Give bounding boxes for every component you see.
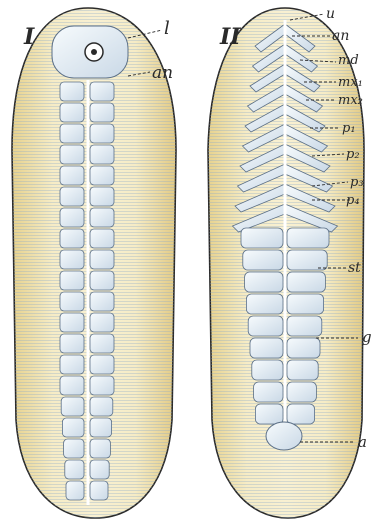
- figure-two-numeral: II: [219, 24, 241, 50]
- segment-right: [90, 250, 114, 269]
- segment-left: [243, 250, 283, 270]
- segment-left: [60, 355, 84, 374]
- segment-right: [90, 334, 114, 353]
- segment-right: [287, 404, 315, 424]
- segment-right: [287, 228, 329, 248]
- label-p3: p₃: [350, 175, 364, 190]
- segment-right: [287, 338, 320, 358]
- segment-right: [90, 460, 109, 479]
- label-p1: p₁: [342, 121, 356, 136]
- segment-right: [90, 124, 114, 143]
- segment-left: [246, 294, 283, 314]
- segment-left: [62, 418, 84, 437]
- segment-left: [252, 360, 283, 380]
- segment-left: [60, 208, 84, 227]
- label-an-fig1: an: [152, 63, 173, 83]
- segment-left: [60, 271, 84, 290]
- segment-right: [90, 187, 114, 206]
- segment-right: [287, 272, 325, 292]
- label-mx2: mx₂: [338, 93, 363, 108]
- label-an-fig2: an: [332, 28, 349, 44]
- segment-right: [90, 166, 114, 185]
- segment-right: [287, 294, 324, 314]
- segment-left: [60, 313, 84, 332]
- segment-right: [287, 382, 316, 402]
- segment-right: [90, 439, 110, 458]
- segment-right: [90, 397, 113, 416]
- figure-one: [12, 8, 176, 518]
- segment-left: [60, 82, 84, 101]
- figure-two-anus-lobe: [266, 422, 302, 450]
- segment-left: [250, 338, 283, 358]
- label-p4: p₄: [346, 193, 360, 208]
- segment-left: [60, 376, 84, 395]
- segment-left: [60, 250, 84, 269]
- segment-right: [90, 292, 114, 311]
- segment-right: [90, 481, 108, 500]
- label-p2: p₂: [346, 147, 360, 162]
- segment-right: [90, 355, 114, 374]
- segment-left: [61, 397, 84, 416]
- figure-one-numeral: I: [23, 24, 35, 50]
- segment-right: [90, 418, 112, 437]
- label-mx1: mx₁: [338, 75, 363, 90]
- segment-left: [60, 145, 84, 164]
- segment-right: [90, 208, 114, 227]
- segment-right: [287, 316, 322, 336]
- segment-right: [90, 145, 114, 164]
- segment-left: [60, 229, 84, 248]
- segment-right: [90, 103, 114, 122]
- segment-left: [255, 404, 283, 424]
- segment-right: [287, 250, 327, 270]
- segment-left: [241, 228, 283, 248]
- segment-left: [60, 124, 84, 143]
- segment-left: [64, 439, 84, 458]
- segment-left: [66, 481, 84, 500]
- segment-left: [248, 316, 283, 336]
- segment-left: [60, 166, 84, 185]
- segment-left: [60, 103, 84, 122]
- segment-right: [90, 376, 114, 395]
- label-l: l: [164, 18, 170, 39]
- segment-left: [65, 460, 84, 479]
- label-st: st: [348, 260, 361, 276]
- segment-right: [90, 229, 114, 248]
- segment-right: [90, 271, 114, 290]
- segment-left: [254, 382, 283, 402]
- segment-left: [60, 292, 84, 311]
- segment-right: [90, 313, 114, 332]
- segment-right: [287, 360, 318, 380]
- segment-left: [60, 334, 84, 353]
- label-u: u: [326, 6, 335, 22]
- segment-left: [60, 187, 84, 206]
- segment-right: [90, 82, 114, 101]
- label-a: a: [358, 433, 367, 451]
- label-md: md: [338, 53, 359, 68]
- label-g: g: [362, 328, 372, 346]
- segment-left: [245, 272, 283, 292]
